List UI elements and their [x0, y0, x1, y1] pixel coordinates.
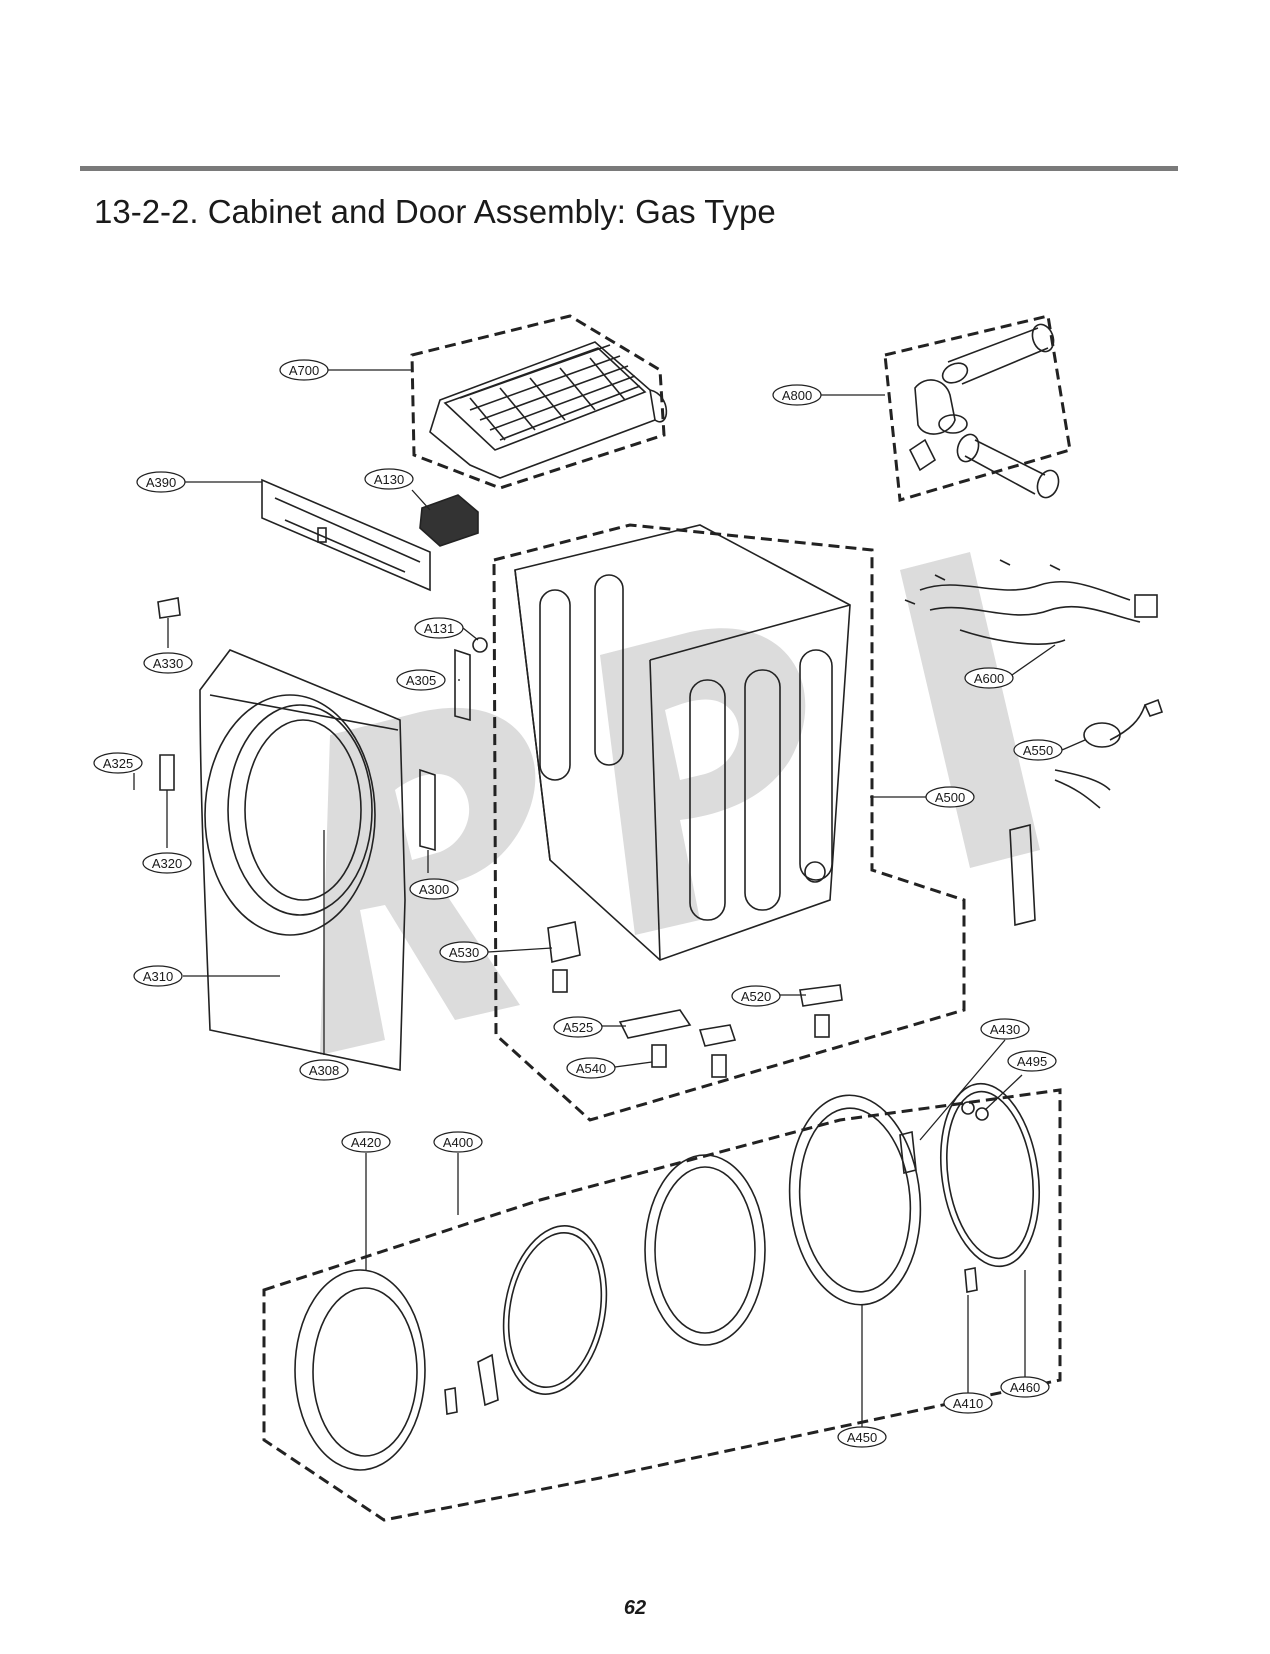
a131-sketch: [472, 637, 488, 653]
svg-text:A460: A460: [1010, 1380, 1040, 1395]
latch-plate-sketch: [1009, 823, 1036, 927]
a330-sketch: [157, 597, 181, 619]
callout-a600: A600: [964, 667, 1014, 689]
callout-a460: A460: [1000, 1376, 1050, 1398]
svg-text:A305: A305: [406, 673, 436, 688]
svg-text:A450: A450: [847, 1430, 877, 1445]
svg-text:A130: A130: [374, 472, 404, 487]
svg-text:A410: A410: [953, 1396, 983, 1411]
page-title: 13-2-2. Cabinet and Door Assembly: Gas T…: [94, 193, 776, 230]
svg-text:A600: A600: [974, 671, 1004, 686]
svg-text:A308: A308: [309, 1063, 339, 1078]
harness-sketch: [904, 559, 1158, 645]
callout-a330: A330: [143, 652, 193, 674]
svg-text:A500: A500: [935, 790, 965, 805]
callout-a500: A500: [925, 786, 975, 808]
a300-sketch: [419, 768, 436, 852]
callout-a520: A520: [731, 985, 781, 1007]
callout-a420: A420: [341, 1131, 391, 1153]
cabinet-group-outline: [492, 523, 966, 1122]
svg-text:A320: A320: [152, 856, 182, 871]
callout-a310: A310: [133, 965, 183, 987]
door-group-outline: [262, 1088, 1062, 1522]
top-plate-sketch: [429, 341, 668, 479]
callout-a320: A320: [142, 852, 192, 874]
svg-text:A530: A530: [449, 945, 479, 960]
svg-text:A495: A495: [1017, 1054, 1047, 1069]
callout-a700: A700: [279, 359, 329, 381]
callout-a495: A495: [1007, 1050, 1057, 1072]
svg-text:A420: A420: [351, 1135, 381, 1150]
part-sketches: [157, 323, 1164, 1471]
callout-a130: A130: [364, 468, 414, 490]
callout-a325: A325: [93, 752, 143, 774]
svg-text:A310: A310: [143, 969, 173, 984]
a305-sketch: [454, 648, 471, 722]
svg-text:A400: A400: [443, 1135, 473, 1150]
control-panel-sketch: [261, 478, 431, 592]
duct-sketch: [908, 323, 1060, 499]
header-rule: [80, 166, 1178, 171]
callout-a308: A308: [299, 1059, 349, 1081]
svg-text:A390: A390: [146, 475, 176, 490]
callout-a305: A305: [396, 669, 446, 691]
door-parts-sketch: [294, 1082, 1041, 1471]
a130-sketch: [419, 494, 479, 547]
svg-text:A430: A430: [990, 1022, 1020, 1037]
svg-text:A540: A540: [576, 1061, 606, 1076]
svg-text:A525: A525: [563, 1020, 593, 1035]
svg-text:A800: A800: [782, 388, 812, 403]
svg-text:A550: A550: [1023, 743, 1053, 758]
power-cord-sketch: [1054, 698, 1164, 809]
svg-text:A520: A520: [741, 989, 771, 1004]
svg-text:A131: A131: [424, 621, 454, 636]
page-number: 62: [623, 1597, 647, 1619]
svg-text:A700: A700: [289, 363, 319, 378]
assembly-group-outlines: [262, 314, 1072, 1522]
front-panel-sketch: [199, 649, 406, 1071]
callout-a390: A390: [136, 471, 186, 493]
top-plate-group-outline: [410, 314, 666, 490]
callout-a450: A450: [837, 1426, 887, 1448]
cabinet-sketch: [514, 524, 851, 961]
a320-sketch: [159, 754, 175, 791]
callout-labels: A700 A800 A390 A130 A131 A330 A305 A325 …: [93, 359, 1063, 1448]
callout-a530: A530: [439, 941, 489, 963]
callout-a300: A300: [409, 878, 459, 900]
svg-text:A325: A325: [103, 756, 133, 771]
leader-lines: [133, 369, 1086, 1427]
callout-a400: A400: [433, 1131, 483, 1153]
svg-text:A300: A300: [419, 882, 449, 897]
callout-a430: A430: [980, 1018, 1030, 1040]
duct-group-outline: [883, 314, 1072, 502]
callout-a410: A410: [943, 1392, 993, 1414]
callout-a525: A525: [553, 1016, 603, 1038]
callout-a540: A540: [566, 1057, 616, 1079]
door-outer-ring-sketch: [294, 1269, 426, 1471]
callout-a131: A131: [414, 617, 464, 639]
svg-text:A330: A330: [153, 656, 183, 671]
callout-a800: A800: [772, 384, 822, 406]
callout-a550: A550: [1013, 739, 1063, 761]
leveling-feet-sketch: [547, 921, 843, 1078]
